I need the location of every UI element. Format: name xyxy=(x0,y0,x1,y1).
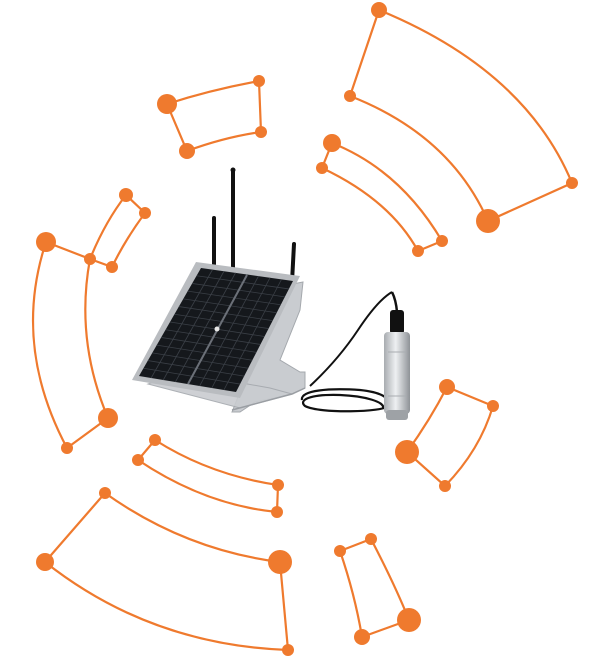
node xyxy=(36,553,54,571)
node xyxy=(61,442,73,454)
cell-col-line xyxy=(162,271,225,381)
node xyxy=(395,440,419,464)
arc-nodes xyxy=(36,2,578,656)
cell-col-line xyxy=(223,279,282,391)
node xyxy=(106,261,118,273)
node xyxy=(271,506,283,518)
node xyxy=(132,454,144,466)
arc-frame-top-right-large xyxy=(348,8,574,223)
arc-frame-top-small xyxy=(165,79,263,153)
node xyxy=(323,134,341,152)
node xyxy=(365,533,377,545)
solar-panel xyxy=(132,262,300,398)
node xyxy=(272,479,284,491)
submersible-level-sensor xyxy=(384,310,410,420)
node xyxy=(439,480,451,492)
node xyxy=(179,143,195,159)
bracket-shadow xyxy=(231,387,306,411)
arc-frame-bottom-middle xyxy=(136,438,280,514)
node xyxy=(268,550,292,574)
arc-frame-left-large xyxy=(31,240,110,450)
node xyxy=(371,2,387,18)
sensor-cap xyxy=(390,310,404,334)
signal-cable xyxy=(300,291,399,413)
antenna-center-tip xyxy=(230,167,236,173)
arc-frame-right xyxy=(405,385,495,488)
node xyxy=(98,408,118,428)
node xyxy=(255,126,267,138)
node xyxy=(439,379,455,395)
node xyxy=(149,434,161,446)
node xyxy=(566,177,578,189)
sensor-tip xyxy=(386,410,408,420)
node xyxy=(36,232,56,252)
sensor-body xyxy=(384,332,410,414)
node xyxy=(334,545,346,557)
bracket-side xyxy=(231,281,306,413)
arc-frame-left-inner xyxy=(88,193,147,269)
panel-center-mark xyxy=(214,326,220,332)
antenna-group xyxy=(212,167,296,284)
node xyxy=(282,644,294,656)
node xyxy=(157,94,177,114)
node xyxy=(436,235,448,247)
cable-coil xyxy=(300,388,390,413)
node xyxy=(84,253,96,265)
node xyxy=(344,90,356,102)
solar-logger-device xyxy=(132,167,410,420)
cell-col-line xyxy=(175,272,236,383)
node xyxy=(487,400,499,412)
node xyxy=(476,209,500,233)
decorative-arc-frames xyxy=(31,8,574,652)
arc-frame-bottom-left-large xyxy=(43,491,290,652)
node xyxy=(139,207,151,219)
cable-top xyxy=(390,291,399,313)
node xyxy=(316,162,328,174)
cell-col-line xyxy=(211,277,271,389)
node xyxy=(412,245,424,257)
cell-col-line xyxy=(199,275,259,387)
cable-to-sensor xyxy=(309,291,393,387)
node xyxy=(119,188,133,202)
node xyxy=(354,629,370,645)
node xyxy=(99,487,111,499)
cell-col-line xyxy=(150,269,213,379)
node xyxy=(397,608,421,632)
arc-frame-top-right-inner xyxy=(320,141,444,253)
node xyxy=(253,75,265,87)
